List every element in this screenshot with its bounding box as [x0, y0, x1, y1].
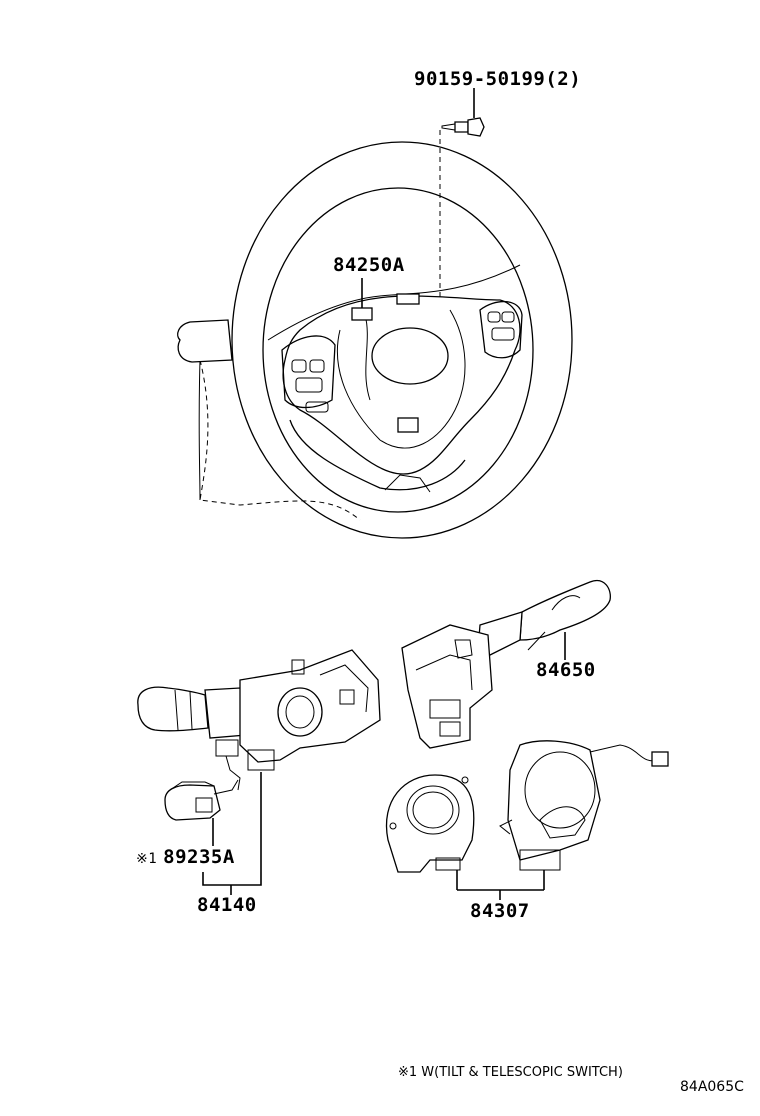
tilt-switch-part-number: 89235A	[163, 846, 235, 868]
steering-switch-part-number: 84250A	[333, 254, 405, 276]
wiper-switch	[401, 579, 611, 749]
turn-signal-switch	[137, 649, 381, 895]
spiral-cable	[385, 740, 669, 900]
tilt-switch-label: ※1 89235A	[136, 848, 235, 867]
turn-signal-switch-part-number: 84140	[197, 894, 257, 916]
drawing-code: 84A065C	[680, 1079, 744, 1095]
footnote: ※1 W(TILT & TELESCOPIC SWITCH)	[398, 1065, 623, 1080]
spiral-cable-part-number: 84307	[470, 900, 530, 922]
tilt-switch-note-mark: ※1	[136, 851, 158, 867]
bolt-part-number: 90159-50199(2)	[414, 68, 582, 90]
wiper-switch-part-number: 84650	[536, 659, 596, 681]
steering-wheel	[177, 88, 573, 539]
